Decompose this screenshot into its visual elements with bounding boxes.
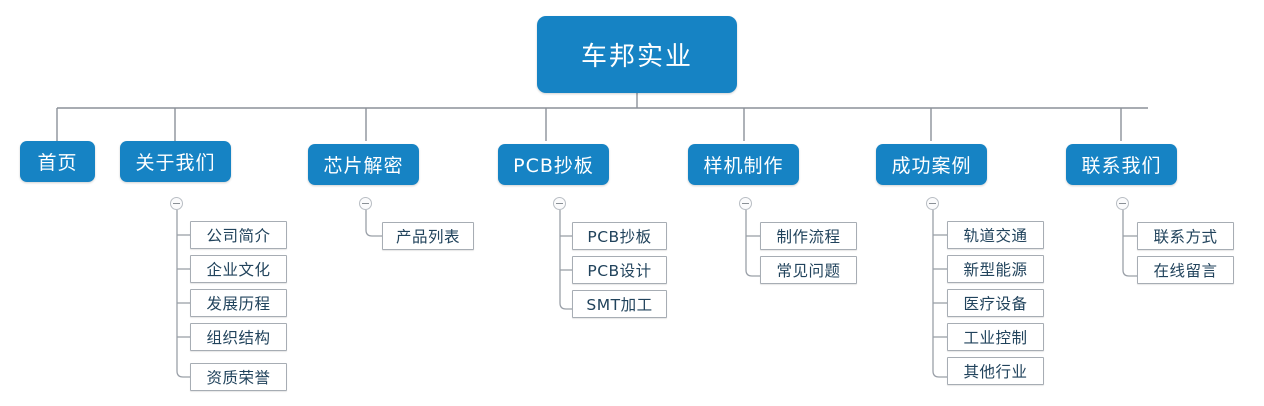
branch-node-label: PCB抄板 bbox=[513, 155, 594, 177]
branch-node-label: 关于我们 bbox=[135, 152, 216, 174]
leaf-node-label: SMT加工 bbox=[586, 296, 653, 314]
root-node-chebang-shiye[interactable]: 车邦实业 bbox=[537, 16, 737, 93]
branch-node-yangji-zhizuo[interactable]: 样机制作 bbox=[688, 144, 799, 185]
leaf-node[interactable]: 组织结构 bbox=[190, 323, 287, 351]
minus-icon bbox=[362, 203, 369, 204]
collapse-toggle-guanyu-women[interactable] bbox=[170, 197, 183, 210]
collapse-toggle-xinpian-jiemi[interactable] bbox=[359, 197, 372, 210]
leaf-node[interactable]: 在线留言 bbox=[1137, 256, 1234, 284]
leaf-node-label: 发展历程 bbox=[206, 295, 271, 313]
minus-icon bbox=[742, 203, 749, 204]
collapse-toggle-lianxi-women[interactable] bbox=[1116, 197, 1129, 210]
branch-node-label: 样机制作 bbox=[703, 155, 784, 177]
leaf-node-label: PCB抄板 bbox=[587, 228, 652, 246]
leaf-node-label: 公司简介 bbox=[206, 227, 271, 245]
minus-icon bbox=[1119, 203, 1126, 204]
leaf-node-label: 其他行业 bbox=[963, 363, 1028, 381]
minus-icon bbox=[556, 203, 563, 204]
leaf-node[interactable]: 制作流程 bbox=[760, 222, 857, 250]
branch-node-label: 联系我们 bbox=[1081, 155, 1162, 177]
branch-node-guanyu-women[interactable]: 关于我们 bbox=[120, 141, 231, 182]
leaf-node-label: 产品列表 bbox=[395, 228, 460, 246]
leaf-node-label: 资质荣誉 bbox=[206, 369, 271, 387]
leaf-node[interactable]: 企业文化 bbox=[190, 255, 287, 283]
leaf-node[interactable]: 公司简介 bbox=[190, 221, 287, 249]
leaf-node[interactable]: 联系方式 bbox=[1137, 222, 1234, 250]
leaf-node[interactable]: 工业控制 bbox=[947, 323, 1044, 351]
leaf-node[interactable]: 资质荣誉 bbox=[190, 363, 287, 391]
collapse-toggle-chenggong-anli[interactable] bbox=[926, 197, 939, 210]
leaf-node-label: 联系方式 bbox=[1153, 228, 1218, 246]
leaf-node-label: 医疗设备 bbox=[963, 295, 1028, 313]
leaf-node-label: 在线留言 bbox=[1153, 262, 1218, 280]
leaf-node-label: 新型能源 bbox=[963, 261, 1028, 279]
leaf-node[interactable]: 其他行业 bbox=[947, 357, 1044, 385]
leaf-node-label: 工业控制 bbox=[963, 329, 1028, 347]
leaf-node-label: 组织结构 bbox=[206, 329, 271, 347]
leaf-node[interactable]: 发展历程 bbox=[190, 289, 287, 317]
leaf-node[interactable]: PCB抄板 bbox=[572, 222, 667, 250]
leaf-node-label: 企业文化 bbox=[206, 261, 271, 279]
branch-node-pcb-chaoban[interactable]: PCB抄板 bbox=[498, 144, 609, 185]
leaf-node[interactable]: 常见问题 bbox=[760, 256, 857, 284]
leaf-node-label: 常见问题 bbox=[776, 262, 841, 280]
leaf-node-label: 制作流程 bbox=[776, 228, 841, 246]
leaf-node[interactable]: 新型能源 bbox=[947, 255, 1044, 283]
minus-icon bbox=[929, 203, 936, 204]
collapse-toggle-yangji-zhizuo[interactable] bbox=[739, 197, 752, 210]
leaf-node[interactable]: PCB设计 bbox=[572, 256, 667, 284]
branch-node-label: 成功案例 bbox=[891, 155, 972, 177]
branch-node-label: 芯片解密 bbox=[323, 155, 404, 177]
leaf-node[interactable]: 产品列表 bbox=[382, 222, 474, 250]
leaf-node[interactable]: SMT加工 bbox=[572, 290, 667, 318]
leaf-node-label: 轨道交通 bbox=[963, 227, 1028, 245]
collapse-toggle-pcb-chaoban[interactable] bbox=[553, 197, 566, 210]
leaf-node[interactable]: 轨道交通 bbox=[947, 221, 1044, 249]
branch-node-lianxi-women[interactable]: 联系我们 bbox=[1066, 144, 1177, 185]
root-node-label: 车邦实业 bbox=[580, 42, 693, 72]
branch-node-xinpian-jiemi[interactable]: 芯片解密 bbox=[308, 144, 419, 185]
branch-node-shouye[interactable]: 首页 bbox=[20, 141, 95, 182]
leaf-node-label: PCB设计 bbox=[587, 262, 652, 280]
branch-node-label: 首页 bbox=[37, 152, 78, 174]
leaf-node[interactable]: 医疗设备 bbox=[947, 289, 1044, 317]
branch-node-chenggong-anli[interactable]: 成功案例 bbox=[876, 144, 987, 185]
minus-icon bbox=[173, 203, 180, 204]
